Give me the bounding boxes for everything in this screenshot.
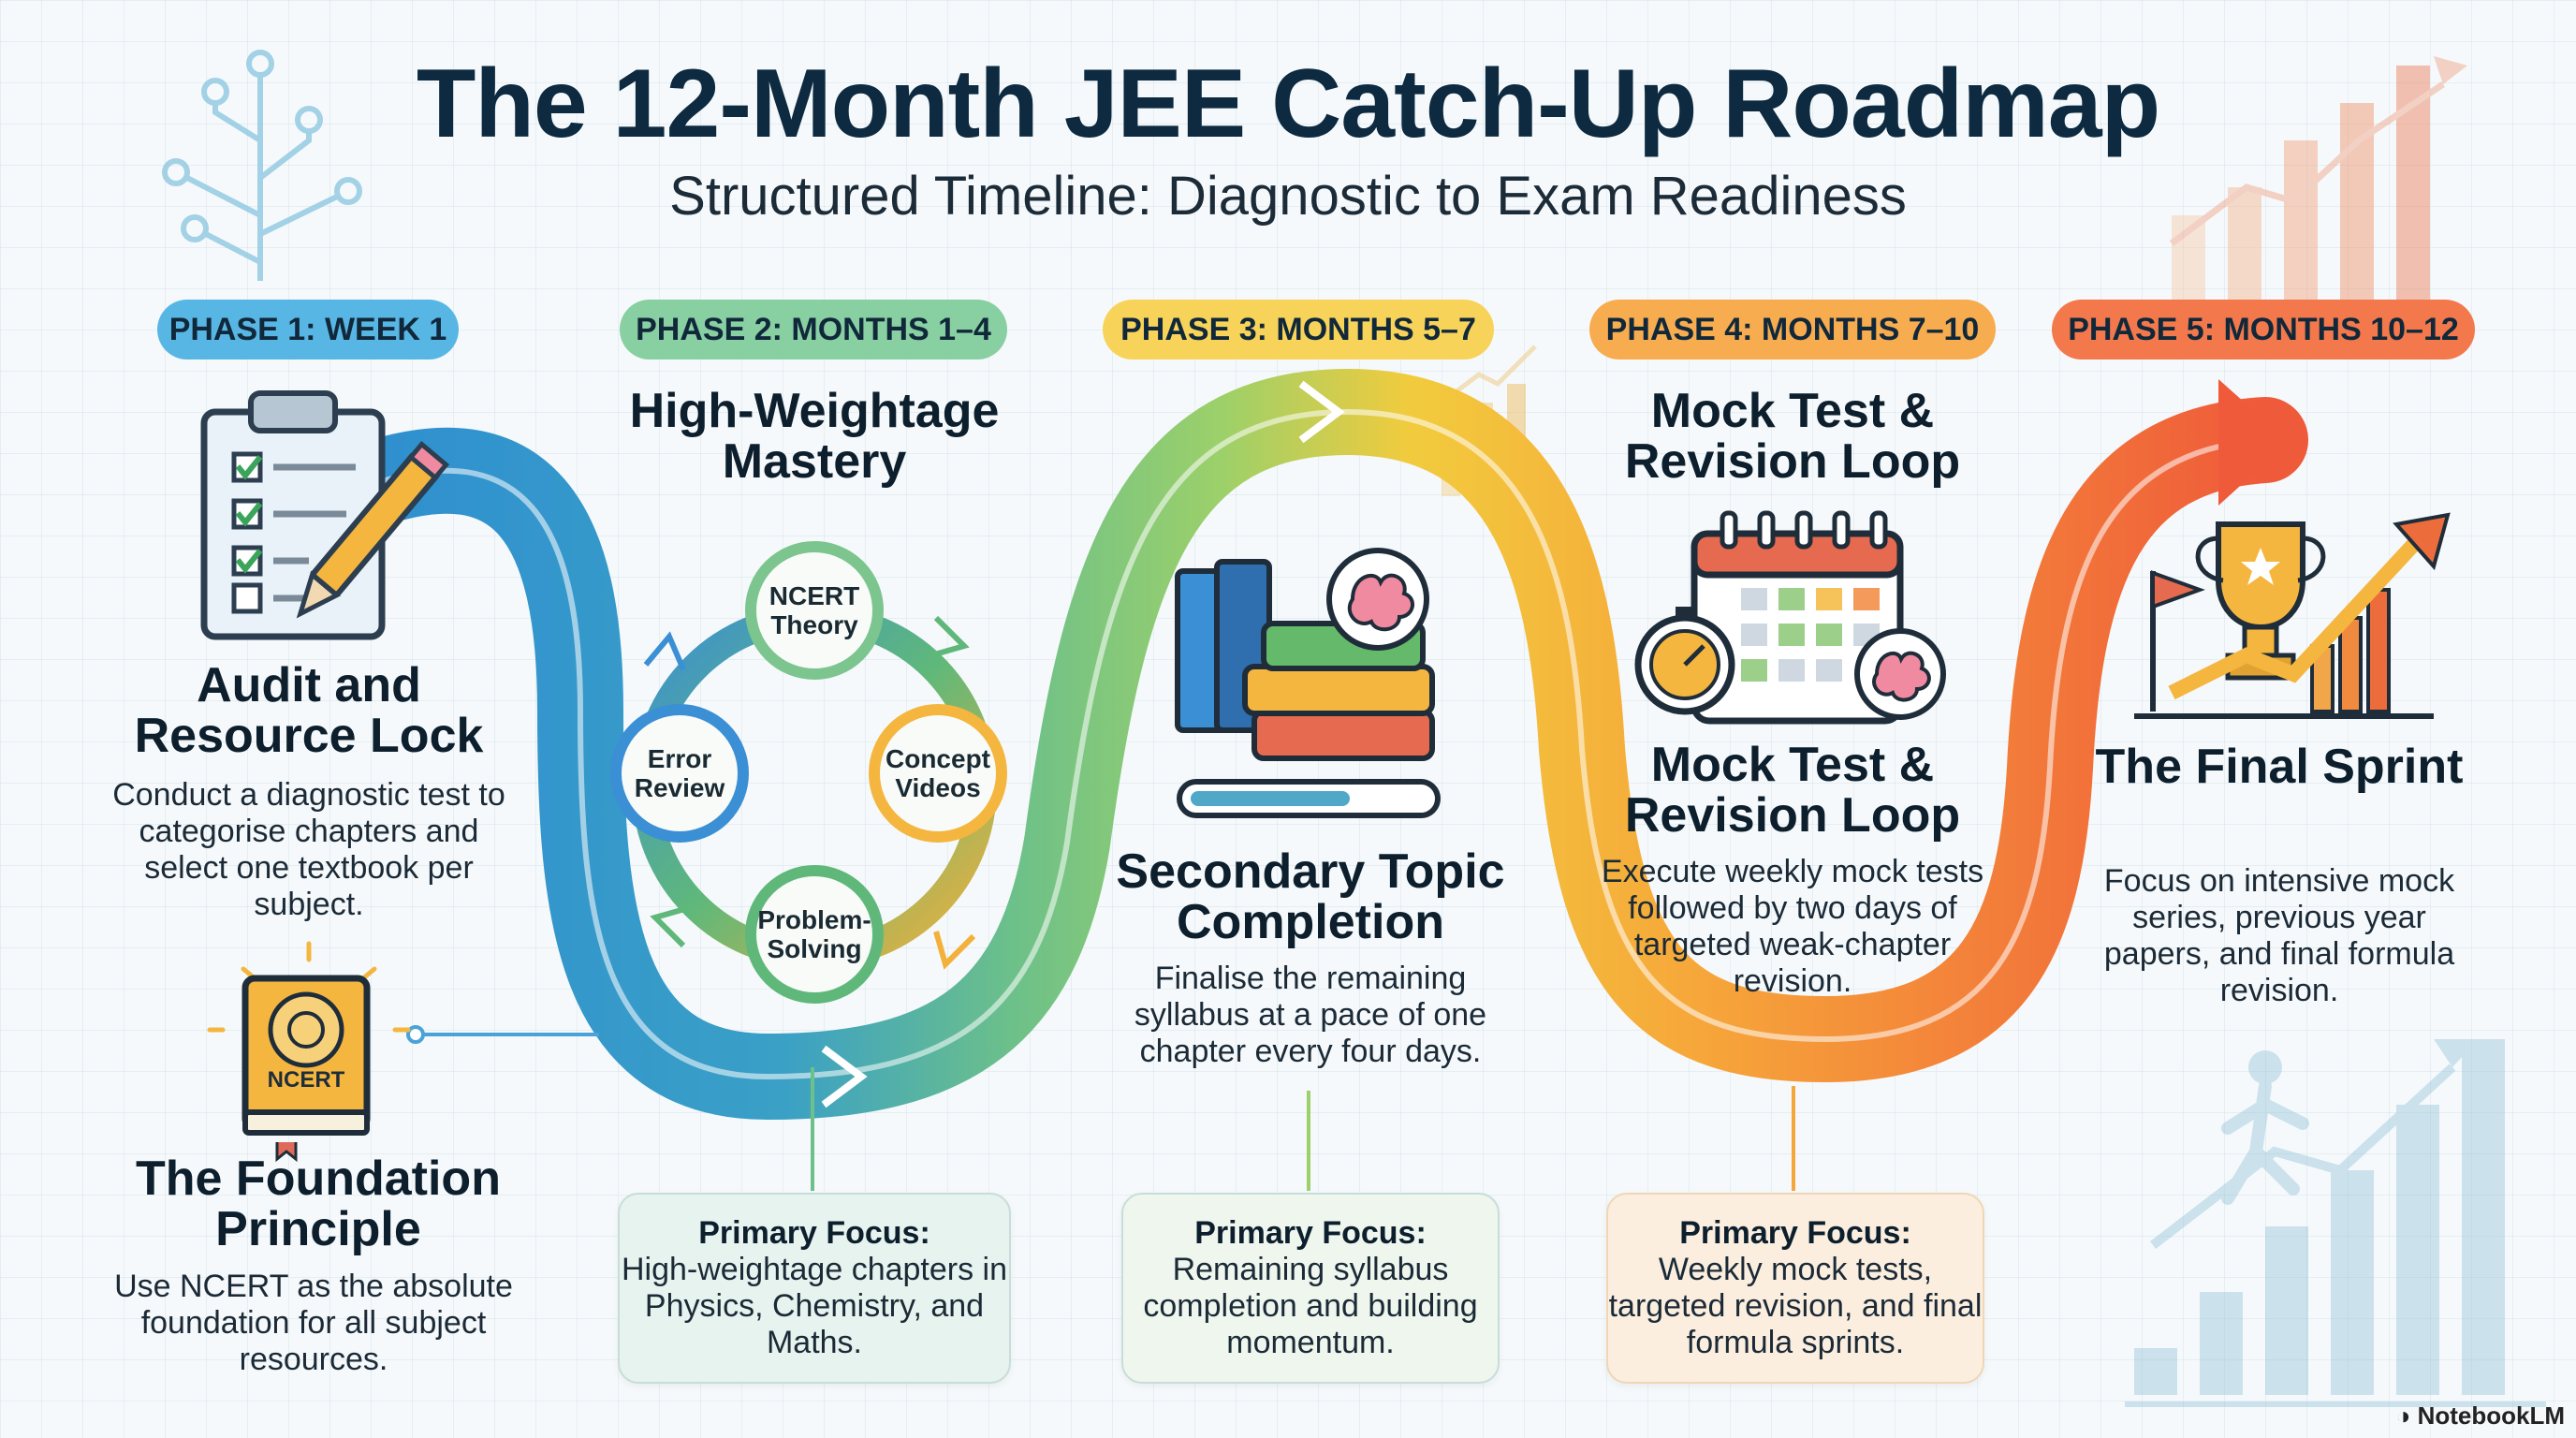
page-subtitle: Structured Timeline: Diagnostic to Exam … (669, 166, 1907, 227)
phase3-focus-text: Remaining syllabus completion and buildi… (1143, 1252, 1478, 1360)
growth-chart-icon (2169, 56, 2467, 300)
path-arrow-head (2218, 379, 2289, 506)
phase1-description: Conduct a diagnostic test to categorise … (112, 777, 505, 922)
phase4-heading-repeat: Mock Test & Revision Loop (1624, 738, 1961, 843)
circuit-tree-icon (162, 50, 362, 281)
phase2-heading: High-Weightage Mastery (629, 384, 1000, 489)
trophy-chart-icon (2134, 512, 2451, 719)
phase4-heading: Mock Test & Revision Loop (1624, 384, 1961, 489)
ncert-book-label: NCERT (267, 1067, 345, 1093)
phase3-description: Finalise the remaining syllabus at a pac… (1134, 961, 1487, 1069)
phase3-badge: PHASE 3: MONTHS 5–7 (1103, 300, 1494, 360)
phase4-focus-text: Weekly mock tests, targeted revision, an… (1608, 1252, 1983, 1360)
phase5-heading: The Final Sprint (2095, 740, 2464, 794)
phase1-heading: Audit and Resource Lock (134, 658, 484, 763)
cycle-node-ncert-theory: NCERT Theory (745, 541, 884, 680)
phase4-badge: PHASE 4: MONTHS 7–10 (1589, 300, 1996, 360)
phase5-description: Focus on intensive mock series, previous… (2103, 863, 2455, 1008)
brand-label: ◑ NotebookLM (2396, 1401, 2565, 1431)
phase3-heading: Secondary Topic Completion (1116, 844, 1505, 949)
foundation-description: Use NCERT as the absolute foundation for… (114, 1269, 513, 1377)
cycle-node-error-review: Error Review (610, 704, 749, 843)
cycle-node-problem-solving: Problem-Solving (745, 865, 884, 1004)
phase2-focus-label: Primary Focus: (698, 1215, 930, 1251)
cycle-node-concept-videos: Concept Videos (869, 704, 1007, 843)
phase5-badge: PHASE 5: MONTHS 10–12 (2052, 300, 2475, 360)
brand-name: NotebookLM (2417, 1401, 2565, 1430)
clipboard-checklist-icon (200, 390, 450, 640)
notebooklm-logo-icon: ◑ (2395, 1401, 2411, 1430)
phase4-description: Execute weekly mock tests followed by tw… (1601, 854, 1984, 999)
calendar-stopwatch-icon (1634, 510, 1946, 725)
ncert-book-icon (207, 941, 411, 1163)
books-brain-icon (1175, 548, 1441, 818)
phase4-focus-label: Primary Focus: (1679, 1215, 1911, 1251)
foundation-heading: The Foundation Principle (136, 1152, 501, 1256)
page-title: The 12-Month JEE Catch-Up Roadmap (416, 50, 2160, 158)
phase4-focus-card: Primary Focus: Weekly mock tests, target… (1606, 1193, 1984, 1384)
stairs-climber-icon (2125, 1039, 2546, 1407)
phase2-badge: PHASE 2: MONTHS 1–4 (620, 300, 1007, 360)
phase3-focus-card: Primary Focus: Remaining syllabus comple… (1121, 1193, 1500, 1384)
phase1-badge: PHASE 1: WEEK 1 (157, 300, 459, 360)
phase2-focus-card: Primary Focus: High-weightage chapters i… (618, 1193, 1011, 1384)
phase3-focus-label: Primary Focus: (1194, 1215, 1427, 1251)
phase2-focus-text: High-weightage chapters in Physics, Chem… (621, 1252, 1008, 1360)
